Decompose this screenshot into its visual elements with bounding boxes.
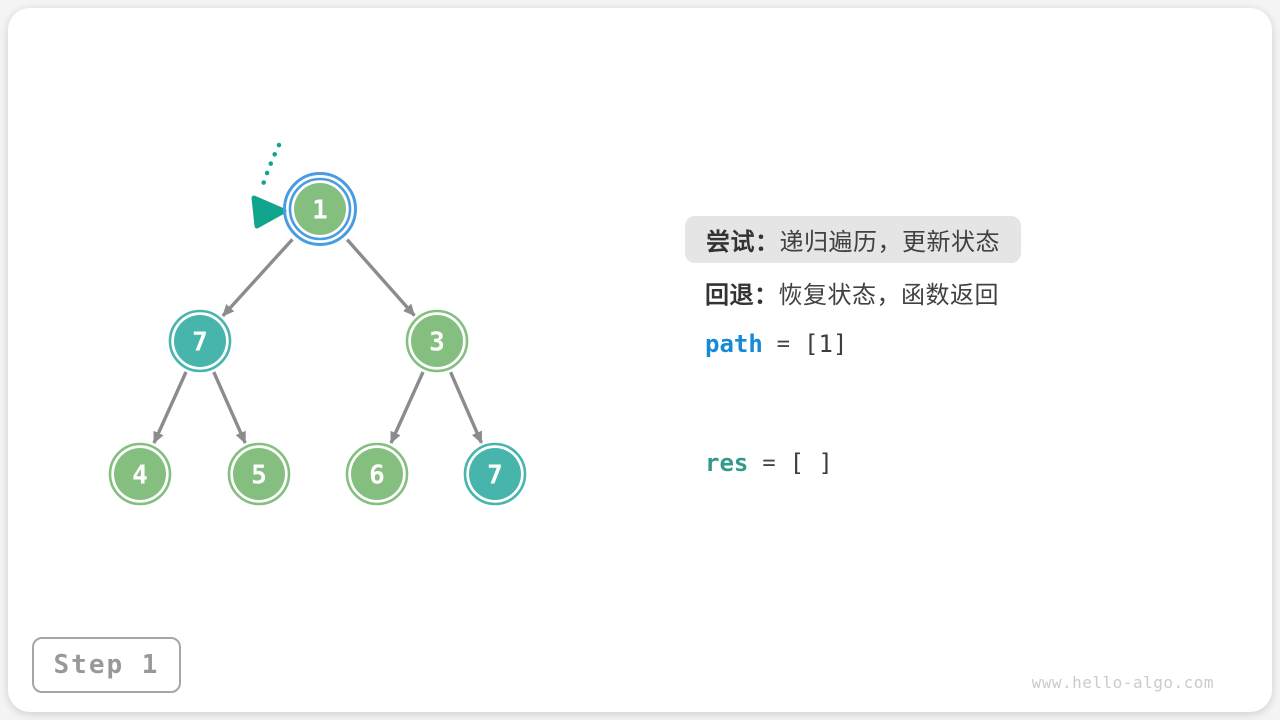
tree-edge: [449, 371, 483, 444]
tree-node-label: 1: [312, 195, 328, 225]
tree-node-label: 3: [429, 327, 445, 357]
back-label: 回退：: [705, 281, 779, 309]
tree-node-label: 6: [369, 460, 385, 490]
tree-node-label: 4: [132, 460, 148, 490]
back-text: 恢复状态，函数返回: [778, 281, 999, 309]
res-variable-line: res = [ ]: [705, 447, 833, 479]
tree-node-6: 6: [345, 442, 409, 506]
figure-card: 1 7 3 4 5 6 7 尝试： 递归遍历，更新状态 回退： 恢复状态，函数返回 path…: [8, 8, 1272, 712]
tree-node-3: 3: [405, 309, 469, 373]
path-var-name: path: [705, 330, 763, 358]
try-text: 递归遍历，更新状态: [779, 229, 1000, 256]
path-variable-line: path = [1]: [705, 328, 847, 360]
tree-node-label: 7: [192, 327, 208, 357]
tree-edge: [389, 371, 425, 444]
tree-node-1: 1: [283, 172, 357, 246]
tree-node-label: 7: [487, 460, 503, 490]
path-equals-sign: =: [776, 331, 791, 357]
tree-node-7: 7: [168, 309, 232, 373]
pointer-arrow-icon: [251, 142, 287, 229]
step-badge-label: Step 1: [53, 650, 160, 680]
res-equals-sign: =: [762, 450, 776, 476]
try-label: 尝试：: [706, 229, 780, 256]
tree-edge: [221, 238, 294, 317]
tree-node-7: 7: [463, 442, 527, 506]
back-label-line: 回退： 恢复状态，函数返回: [705, 276, 999, 309]
res-var-name: res: [705, 449, 749, 477]
tree-node-4: 4: [108, 442, 172, 506]
try-label-box: 尝试： 递归遍历，更新状态: [685, 216, 1021, 263]
tree-edge: [345, 238, 416, 317]
tree-edge: [212, 371, 247, 444]
step-badge: Step 1: [32, 637, 181, 693]
res-value: [ ]: [789, 449, 833, 477]
tree-node-5: 5: [227, 442, 291, 506]
tree-edge: [152, 371, 188, 444]
watermark: www.hello-algo.com: [1031, 673, 1214, 692]
binary-tree-diagram: 1 7 3 4 5 6 7: [108, 142, 527, 506]
tree-node-label: 5: [251, 460, 267, 490]
path-value: [1]: [804, 330, 848, 358]
